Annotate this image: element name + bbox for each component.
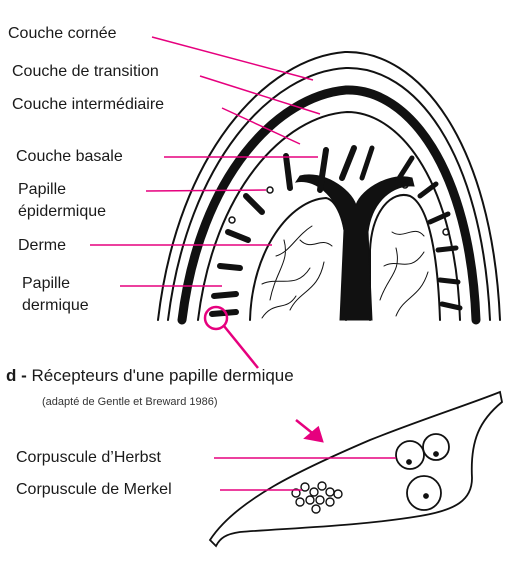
label-papille-dermique-line1: Papille [22,274,70,293]
herbst-nucleus-3 [424,494,428,498]
receptor-section [210,392,502,546]
fibers-right [380,231,428,316]
label-papille-dermique-line2: dermique [22,296,89,315]
caption-source: (adapté de Gentle et Breward 1986) [42,393,218,412]
herbst-nucleus-1 [407,460,411,464]
receptor-outline [210,392,502,546]
papilla-dot-1 [267,187,273,193]
herbst-cell-3 [407,476,441,510]
ridge-spike-8 [228,232,248,240]
merkel-cluster [292,482,342,513]
ridge-spike-3 [362,148,372,178]
label-couche-basale: Couche basale [16,147,123,166]
label-couche-cornee: Couche cornée [8,24,117,43]
leader-couche-cornee [152,37,313,80]
caption-title: d - Récepteurs d'une papille dermique [6,366,294,385]
ridge-spike-7 [420,184,436,196]
derme-arch-left [250,198,346,320]
epidermis-section [158,52,500,320]
ridge-spike-6 [246,196,262,212]
ridge-spike-11 [438,248,456,250]
magnifier-circle [205,307,227,329]
ridge-spike-10 [220,266,240,268]
ridge-spike-2 [342,148,354,178]
ridge-spike-12 [214,294,236,296]
caption-title-text: Récepteurs d'une papille dermique [32,366,294,385]
leader-papille-epidermique [146,190,266,191]
herbst-nucleus-2 [434,452,438,456]
magnifier-line [224,326,258,368]
ridge-spike-13 [440,280,458,282]
ridge-spike-15 [442,304,460,308]
label-couche-transition: Couche de transition [12,62,159,81]
derme-arch-right [370,195,440,320]
lower-leaders [214,458,396,490]
fibers-left [262,226,332,318]
label-merkel: Corpuscule de Merkel [16,480,172,499]
label-papille-epidermique-line2: épidermique [18,202,106,221]
ridge-spike-4 [286,156,290,188]
papilla-dot-2 [229,217,235,223]
down-arrow [296,420,322,441]
label-herbst: Corpuscule d’Herbst [16,448,161,467]
label-papille-epidermique-line1: Papille [18,180,66,199]
herbst-cell-1 [396,441,424,469]
caption-letter: d - [6,366,27,385]
inner-arc [198,112,460,320]
label-couche-intermediaire: Couche intermédiaire [12,95,164,114]
label-derme: Derme [18,236,66,255]
intermediate-band [182,90,476,320]
